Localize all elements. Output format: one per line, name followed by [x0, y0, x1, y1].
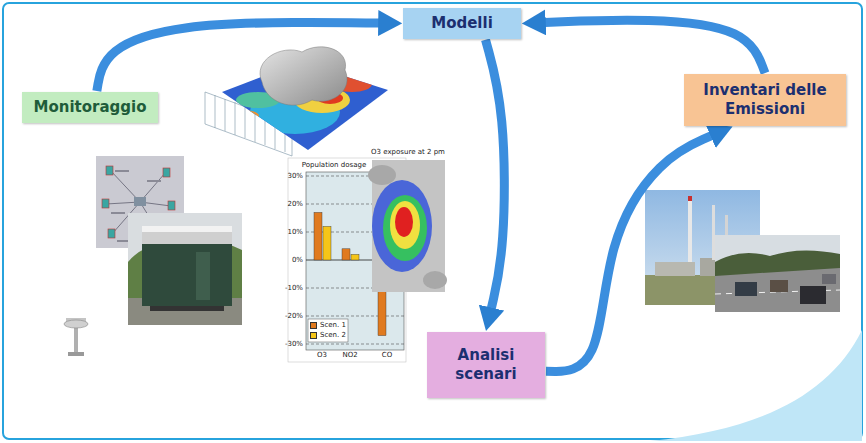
- trailer-door: [196, 252, 210, 300]
- legend-text: Scen. 2: [320, 331, 346, 339]
- sampler-figure: [64, 318, 88, 356]
- network-caption-bar: [111, 212, 125, 214]
- legend-box: [308, 319, 348, 342]
- cycle-arrow: [97, 22, 379, 91]
- station-icon: [163, 168, 170, 177]
- heatmap-level: [390, 201, 420, 249]
- chart-label: -30%: [285, 340, 303, 348]
- heatmap-shade: [423, 271, 447, 289]
- chimney: [712, 205, 715, 260]
- box-label: Modelli: [431, 14, 493, 33]
- bar: [351, 254, 359, 260]
- chart-label: NO2: [342, 351, 357, 359]
- chimney-band: [688, 196, 692, 201]
- chart-label: 0%: [292, 256, 303, 264]
- station-photo: [128, 213, 242, 325]
- chart-label: 10%: [287, 228, 303, 236]
- frame: [3, 3, 862, 439]
- chart-label: O3 exposure at 2 pm: [371, 148, 445, 156]
- chimney: [688, 196, 692, 262]
- bar: [314, 212, 322, 260]
- traffic-photo: [715, 235, 840, 312]
- trailer-body: [142, 244, 232, 306]
- box-label: Monitoraggio: [34, 98, 147, 117]
- trailer-band: [142, 232, 232, 244]
- legend-swatch: [310, 322, 317, 329]
- chart-label: CO: [382, 351, 392, 359]
- box-label: Inventari delle Emissioni: [690, 81, 840, 119]
- chart-label: -20%: [285, 312, 303, 320]
- building: [655, 262, 695, 276]
- field-patch: [229, 110, 259, 122]
- process-box: Inventari delle Emissioni: [684, 74, 846, 126]
- network-hub: [134, 197, 146, 206]
- car: [735, 282, 757, 296]
- trailer-base: [150, 306, 224, 311]
- station-icon: [102, 199, 109, 208]
- legend-text: Scen. 1: [320, 321, 346, 329]
- sampler-head: [64, 320, 88, 328]
- heatmap-level: [372, 180, 432, 272]
- process-box: Monitoraggio: [22, 92, 159, 123]
- heatmap-level: [395, 207, 413, 237]
- chart-label: O3: [317, 351, 327, 359]
- box-label: Analisi scenari: [433, 346, 539, 384]
- station-icon: [108, 229, 115, 238]
- heatmap-shade: [368, 165, 396, 185]
- chart-label: 20%: [287, 200, 303, 208]
- process-box: Analisi scenari: [427, 332, 545, 398]
- bar: [342, 249, 350, 260]
- legend-swatch: [310, 332, 317, 339]
- photo-sky: [715, 235, 840, 312]
- cycle-arrow: [545, 20, 765, 73]
- car: [770, 280, 788, 292]
- sampler-pole: [74, 326, 78, 354]
- photo-sky: [128, 213, 242, 325]
- scenario-chart: [288, 158, 447, 362]
- chart-label: 30%: [287, 172, 303, 180]
- trailer-roof: [142, 226, 232, 232]
- legend-item: Scen. 2: [310, 331, 346, 339]
- process-box: Modelli: [403, 8, 521, 39]
- car: [822, 274, 836, 284]
- network-caption-bar: [147, 180, 161, 182]
- chart-label: Population dosage: [302, 161, 366, 169]
- connector-group: [97, 20, 765, 371]
- station-icon: [106, 166, 113, 175]
- plume-surface: [260, 47, 347, 105]
- legend-item: Scen. 1: [310, 321, 346, 329]
- heatmap-level: [383, 195, 427, 261]
- network-caption-bar: [115, 170, 129, 172]
- cycle-arrow: [546, 136, 712, 372]
- cycle-arrow: [486, 40, 505, 309]
- chart-label: -10%: [285, 284, 303, 292]
- road: [715, 268, 840, 312]
- sampler-foot: [68, 352, 84, 356]
- bar: [323, 226, 331, 260]
- station-icon: [168, 201, 175, 210]
- swoosh: [650, 330, 862, 441]
- model-figure: [205, 47, 388, 156]
- car: [800, 286, 826, 304]
